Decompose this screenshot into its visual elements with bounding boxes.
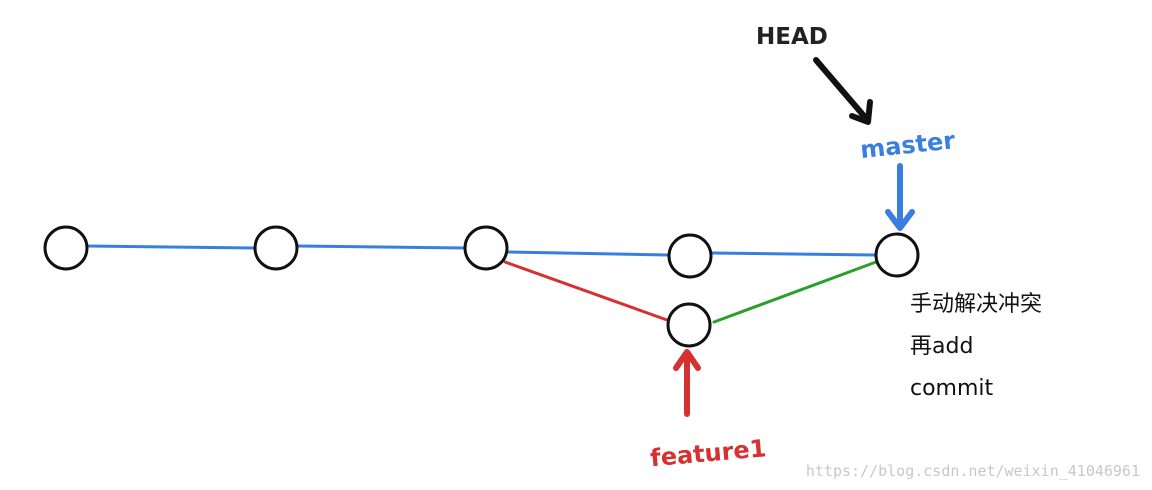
head-arrow-icon	[813, 57, 873, 125]
commit-node-4	[667, 233, 713, 279]
master-edge-4	[710, 251, 877, 257]
feature-arrow-icon	[673, 349, 701, 417]
master-edge-1	[86, 244, 256, 250]
master-label: master	[859, 126, 957, 164]
note-line-3: commit	[910, 376, 994, 401]
watermark: https://blog.csdn.net/weixin_41046961	[806, 462, 1140, 480]
head-label: HEAD	[756, 24, 828, 50]
commit-node-2	[253, 225, 299, 271]
note-line-2: 再add	[910, 334, 973, 359]
master-edge-3	[506, 250, 670, 257]
commit-node-1	[43, 225, 89, 271]
commit-node-merge	[874, 232, 920, 278]
feature-label: feature1	[649, 434, 767, 472]
merge-edge	[712, 260, 878, 324]
master-arrow-icon	[885, 163, 915, 231]
master-edge-2	[296, 244, 466, 250]
commit-node-feature	[666, 302, 712, 348]
note-line-1: 手动解决冲突	[910, 292, 1042, 317]
feature-edge	[503, 260, 669, 322]
commit-node-3	[463, 225, 509, 271]
